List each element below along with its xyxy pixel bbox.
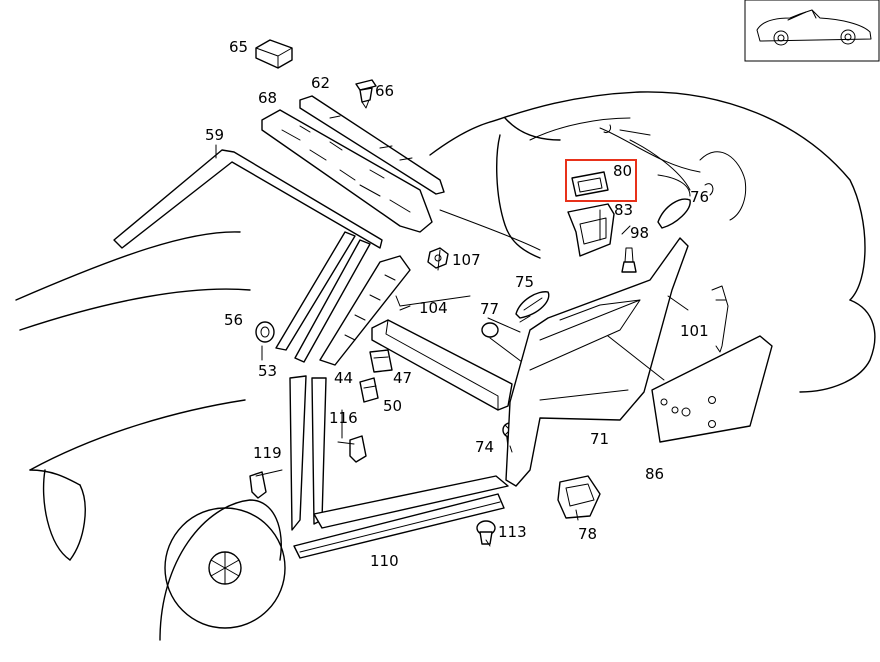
label-76: 76	[690, 188, 709, 206]
part-104-roof-rail	[371, 305, 513, 411]
part-68-frame-trim	[261, 109, 433, 233]
part-76-trim-insert	[657, 198, 691, 229]
part-80-switch-bezel	[571, 171, 609, 197]
label-78: 78	[578, 525, 597, 543]
label-62: 62	[311, 74, 330, 92]
label-98: 98	[630, 224, 649, 242]
part-86-door-pad	[651, 335, 773, 443]
part-119-clip	[249, 471, 267, 499]
part-62-cowl-strip	[299, 95, 445, 195]
part-71-side-panel	[505, 237, 689, 487]
label-44: 44	[334, 369, 353, 387]
part-59-windshield-seal	[113, 149, 383, 249]
label-107: 107	[452, 251, 481, 269]
part-116-clip	[349, 435, 367, 463]
part-107-nut	[427, 247, 449, 269]
convertible-car-icon	[756, 9, 872, 46]
part-113-plug	[476, 520, 496, 545]
label-110: 110	[370, 552, 399, 570]
label-50: 50	[383, 397, 402, 415]
part-65-foam-pad	[255, 39, 293, 69]
label-71: 71	[590, 430, 609, 448]
door-seals	[289, 375, 509, 531]
label-86: 86	[645, 465, 664, 483]
label-77: 77	[480, 300, 499, 318]
label-59: 59	[205, 126, 224, 144]
part-83-switch-housing	[567, 203, 615, 257]
leader-lines	[215, 144, 689, 547]
highlight-box-part-80	[565, 159, 637, 202]
label-56: 56	[224, 311, 243, 329]
part-56-grommet	[255, 321, 275, 343]
label-65: 65	[229, 38, 248, 56]
label-113: 113	[498, 523, 527, 541]
part-77-fastener	[481, 322, 523, 363]
part-47-bracket	[369, 349, 393, 373]
label-66: 66	[375, 82, 394, 100]
label-101: 101	[680, 322, 709, 340]
label-80: 80	[613, 162, 632, 180]
label-74: 74	[475, 438, 494, 456]
part-66-clip	[355, 79, 377, 109]
label-116: 116	[329, 409, 358, 427]
part-78-clip	[557, 475, 601, 519]
car-body-outline	[15, 91, 876, 641]
part-101-bracket	[711, 285, 729, 353]
label-104: 104	[419, 299, 448, 317]
part-50-clip	[359, 377, 379, 403]
label-53: 53	[258, 362, 277, 380]
label-68: 68	[258, 89, 277, 107]
label-47: 47	[393, 369, 412, 387]
a-pillar-strips	[275, 231, 371, 363]
car-thumbnail	[744, 0, 880, 62]
part-75-handle-recess	[515, 291, 550, 319]
label-75: 75	[515, 273, 534, 291]
label-83: 83	[614, 201, 633, 219]
part-44-pillar-trim	[319, 255, 411, 366]
part-98-screw	[621, 247, 637, 273]
part-110-sill-panel	[293, 493, 505, 559]
part-labels: 65 62 66 68 59 80 83 76 98 107 75 104 77…	[205, 38, 709, 570]
label-119: 119	[253, 444, 282, 462]
